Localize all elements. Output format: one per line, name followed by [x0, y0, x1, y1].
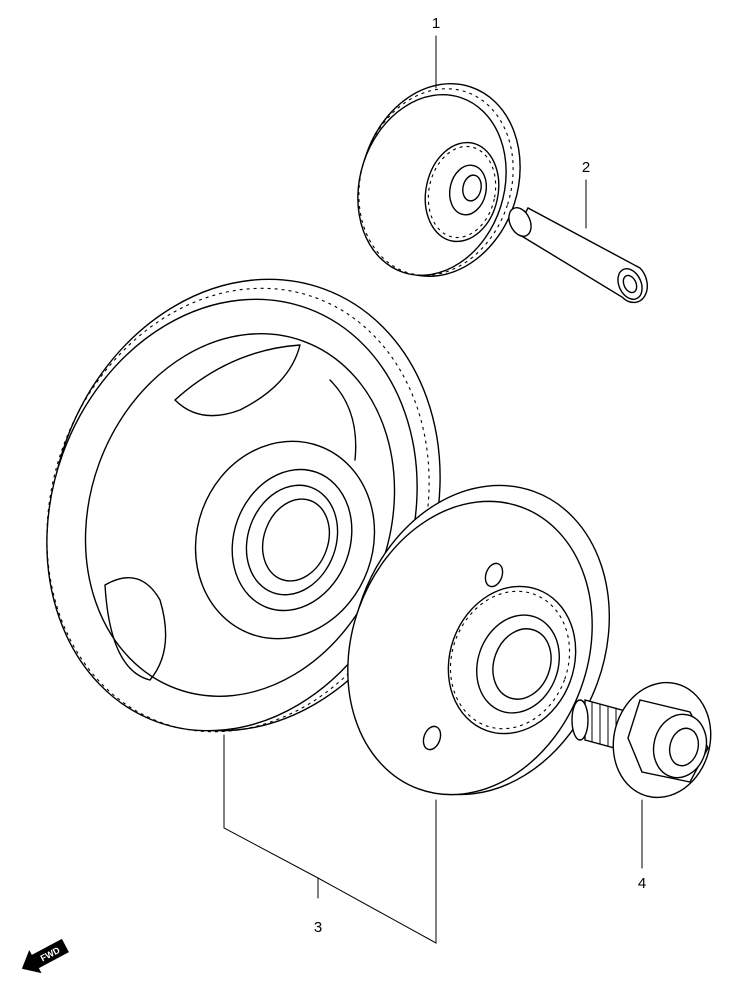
callout-1: 1 [432, 15, 440, 32]
callout-2: 2 [582, 159, 590, 176]
callout-4: 4 [638, 875, 646, 892]
part-4-flange-bolt [571, 681, 712, 799]
leader-lines [223, 35, 643, 944]
part-3-starter-driven-gear [46, 278, 441, 733]
callout-3: 3 [314, 919, 322, 936]
part-1-idle-gear [357, 83, 521, 277]
part-3-starter-clutch [347, 484, 610, 796]
forward-arrow-icon: FWD [21, 938, 69, 974]
leader-line-3 [223, 734, 437, 944]
part-2-shaft [508, 207, 648, 304]
